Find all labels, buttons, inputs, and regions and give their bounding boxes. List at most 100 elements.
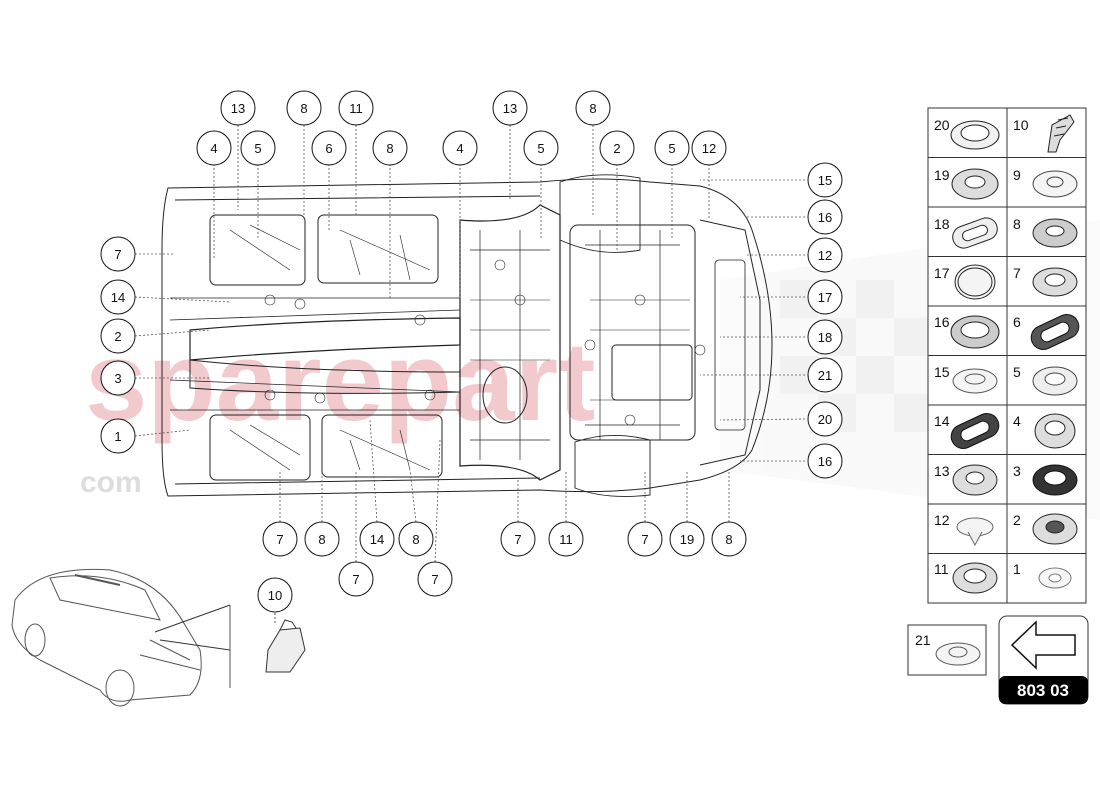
svg-text:13: 13 <box>503 101 517 116</box>
round-grommet-icon <box>1034 413 1076 449</box>
svg-text:7: 7 <box>431 572 438 587</box>
svg-text:18: 18 <box>818 330 832 345</box>
svg-text:2: 2 <box>114 329 121 344</box>
callout[interactable]: 19 <box>669 521 705 557</box>
callout[interactable]: 13 <box>492 90 528 126</box>
callout[interactable]: 5 <box>654 130 690 166</box>
underbody-outline <box>161 178 773 497</box>
callout[interactable]: 2 <box>100 318 136 354</box>
leader-lines <box>134 125 806 563</box>
svg-text:17: 17 <box>818 290 832 305</box>
callout[interactable]: 8 <box>575 90 611 126</box>
svg-text:14: 14 <box>370 532 384 547</box>
callout[interactable]: 12 <box>691 130 727 166</box>
svg-text:16: 16 <box>818 454 832 469</box>
svg-text:11: 11 <box>349 101 363 116</box>
callout[interactable]: 1 <box>100 418 136 454</box>
legend-number: 10 <box>1013 117 1029 133</box>
svg-text:8: 8 <box>589 101 596 116</box>
flat-cap-icon <box>954 264 996 300</box>
callout[interactable]: 3 <box>100 360 136 396</box>
washer-icon <box>1038 567 1072 589</box>
callout[interactable]: 14 <box>359 521 395 557</box>
legend-number: 17 <box>934 265 950 281</box>
vehicle-thumbnail <box>11 568 231 707</box>
underbody-drawing <box>161 174 773 497</box>
callout[interactable]: 7 <box>338 561 374 597</box>
svg-text:6: 6 <box>325 141 332 156</box>
legend-number: 14 <box>934 413 950 429</box>
callout[interactable]: 21 <box>807 357 843 393</box>
callout[interactable]: 7 <box>417 561 453 597</box>
callouts-top: 13 8 11 13 8 4 5 6 8 4 5 2 5 12 <box>196 90 727 166</box>
oblong-grommet-icon <box>1030 314 1080 350</box>
svg-text:4: 4 <box>210 141 217 156</box>
callout[interactable]: 8 <box>286 90 322 126</box>
svg-text:13: 13 <box>231 101 245 116</box>
callout[interactable]: 5 <box>523 130 559 166</box>
round-grommet-icon <box>952 464 998 496</box>
svg-text:7: 7 <box>352 572 359 587</box>
legend-number: 15 <box>934 364 950 380</box>
callout[interactable]: 18 <box>807 319 843 355</box>
svg-text:7: 7 <box>276 532 283 547</box>
callout[interactable]: 7 <box>100 236 136 272</box>
callout[interactable]: 11 <box>338 90 374 126</box>
svg-text:7: 7 <box>641 532 648 547</box>
callout[interactable]: 14 <box>100 279 136 315</box>
round-grommet-icon <box>950 315 1000 349</box>
callout[interactable]: 16 <box>807 199 843 235</box>
callout[interactable]: 6 <box>311 130 347 166</box>
svg-text:12: 12 <box>702 141 716 156</box>
svg-text:8: 8 <box>725 532 732 547</box>
round-grommet-icon <box>950 120 1000 150</box>
svg-text:5: 5 <box>537 141 544 156</box>
legend-number: 12 <box>934 512 950 528</box>
callout[interactable]: 12 <box>807 237 843 273</box>
legend-number: 11 <box>934 561 949 577</box>
legend-number: 3 <box>1013 463 1021 479</box>
parts-legend: 20 10 19 9 18 8 17 7 16 6 15 5 14 4 <box>927 107 1087 604</box>
left-arrow-icon <box>1010 620 1076 670</box>
legend-number: 1 <box>1013 561 1021 577</box>
callout[interactable]: 8 <box>304 521 340 557</box>
callout[interactable]: 15 <box>807 162 843 198</box>
callout[interactable]: 20 <box>807 401 843 437</box>
cone-plug-icon <box>956 517 994 547</box>
round-grommet-icon <box>952 562 998 594</box>
callout[interactable]: 4 <box>442 130 478 166</box>
callout[interactable]: 4 <box>196 130 232 166</box>
callout[interactable]: 8 <box>398 521 434 557</box>
svg-text:7: 7 <box>514 532 521 547</box>
round-grommet-icon <box>951 168 999 200</box>
callout[interactable]: 13 <box>220 90 256 126</box>
detail-part-10: 10 <box>257 577 306 673</box>
callout[interactable]: 17 <box>807 279 843 315</box>
page-code-badge <box>999 676 1088 704</box>
callouts-right: 15 16 12 17 18 21 20 16 <box>807 162 843 479</box>
legend-number: 13 <box>934 463 950 479</box>
callout[interactable]: 10 <box>257 577 293 613</box>
legend-number: 19 <box>934 167 950 183</box>
callout[interactable]: 7 <box>262 521 298 557</box>
callout[interactable]: 16 <box>807 443 843 479</box>
callout[interactable]: 2 <box>599 130 635 166</box>
legend-number: 6 <box>1013 314 1021 330</box>
svg-text:1: 1 <box>114 429 121 444</box>
round-grommet-icon <box>1032 267 1078 297</box>
svg-text:8: 8 <box>386 141 393 156</box>
callout[interactable]: 7 <box>500 521 536 557</box>
callout[interactable]: 5 <box>240 130 276 166</box>
callout[interactable]: 7 <box>627 521 663 557</box>
callout[interactable]: 8 <box>372 130 408 166</box>
legend-number: 9 <box>1013 167 1021 183</box>
legend-extra-21: 21 <box>907 624 987 676</box>
legend-number: 2 <box>1013 512 1021 528</box>
callout[interactable]: 8 <box>711 521 747 557</box>
callout[interactable]: 11 <box>548 521 584 557</box>
svg-text:16: 16 <box>818 210 832 225</box>
callouts-bottom: 7 8 14 8 7 11 7 19 8 7 7 <box>262 521 747 597</box>
svg-text:11: 11 <box>559 532 573 547</box>
back-navigation[interactable]: 803 03 <box>998 615 1089 705</box>
svg-text:8: 8 <box>300 101 307 116</box>
